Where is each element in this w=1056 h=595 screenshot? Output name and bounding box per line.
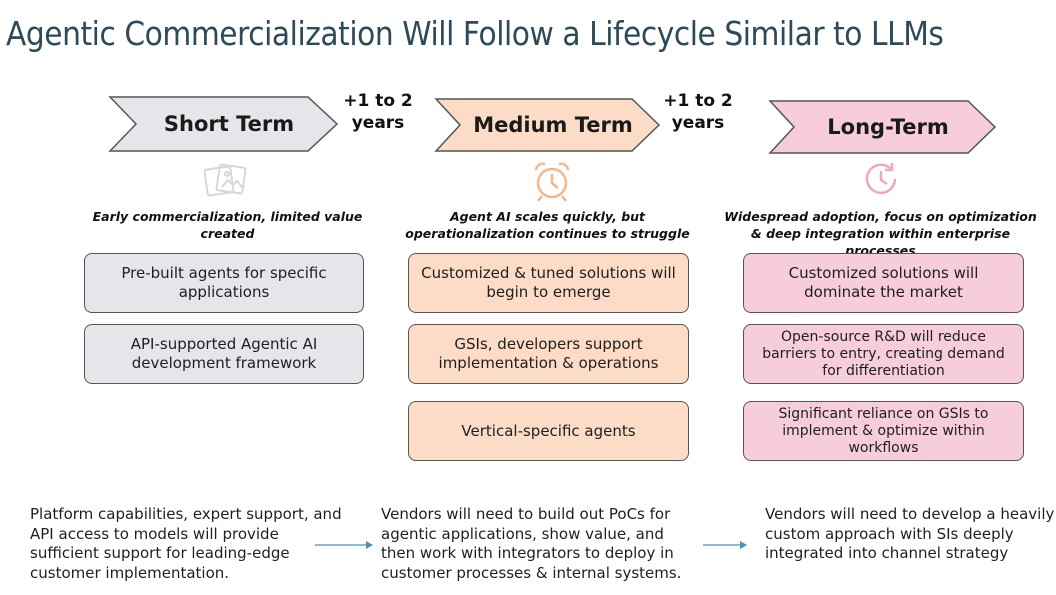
long-term-box-1: Customized solutions will dominate the m… bbox=[743, 253, 1024, 313]
medium-term-box-1: Customized & tuned solutions will begin … bbox=[408, 253, 689, 313]
short-term-box-2: API-supported Agentic AI development fra… bbox=[84, 324, 364, 384]
short-term-description: Early commercialization, limited value c… bbox=[92, 209, 363, 241]
long-term-label: Long-Term bbox=[827, 115, 949, 139]
medium-term-box-3: Vertical-specific agents bbox=[408, 401, 689, 461]
long-term-note: Vendors will need to develop a heavily c… bbox=[765, 505, 1055, 562]
medium-term-note: Vendors will need to build out PoCs for … bbox=[381, 505, 682, 582]
short-term-chevron: Short Term bbox=[108, 95, 340, 153]
short-term-note: Platform capabilities, expert support, a… bbox=[30, 505, 342, 582]
long-term-chevron: Long-Term bbox=[768, 99, 998, 155]
short-term-box-1: Pre-built agents for specific applicatio… bbox=[84, 253, 364, 313]
medium-term-description: Agent AI scales quickly, but operational… bbox=[405, 209, 690, 241]
medium-term-label: Medium Term bbox=[473, 113, 633, 137]
gap-label-2: +1 to 2 years bbox=[660, 90, 736, 134]
arrow-right-icon-1 bbox=[314, 538, 374, 556]
long-term-description: Widespread adoption, focus on optimizati… bbox=[724, 209, 1037, 258]
gap-label-1-line2: years bbox=[351, 113, 405, 133]
medium-term-chevron: Medium Term bbox=[434, 97, 662, 153]
gap-label-2-line2: years bbox=[671, 113, 725, 133]
long-term-box-2: Open-source R&D will reduce barriers to … bbox=[743, 324, 1024, 384]
medium-term-box-2: GSIs, developers support implementation … bbox=[408, 324, 689, 384]
page-title: Agentic Commercialization Will Follow a … bbox=[6, 14, 944, 53]
long-term-box-3: Significant reliance on GSIs to implemen… bbox=[743, 401, 1024, 461]
photo-frame-icon bbox=[203, 161, 247, 206]
gap-label-1-line1: +1 to 2 bbox=[343, 91, 413, 111]
clock-refresh-icon bbox=[861, 159, 901, 204]
short-term-label: Short Term bbox=[163, 112, 295, 136]
alarm-clock-icon bbox=[531, 159, 573, 208]
gap-label-2-line1: +1 to 2 bbox=[663, 91, 733, 111]
arrow-right-icon-2 bbox=[702, 538, 748, 556]
gap-label-1: +1 to 2 years bbox=[340, 90, 416, 134]
